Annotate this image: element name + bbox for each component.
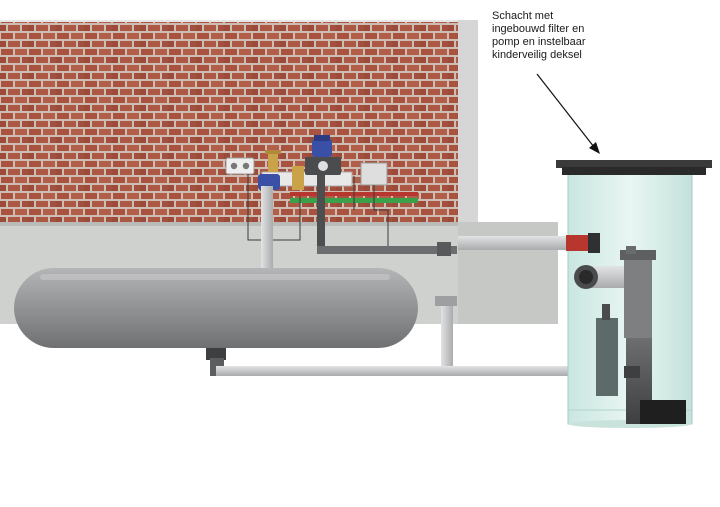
pipe-horizontal-dark: [317, 246, 457, 254]
shaft-annotation: Schacht met ingebouwd filter en pomp en …: [492, 10, 610, 62]
annotation-line-4: kinderveilig deksel: [492, 49, 582, 61]
pipe-vertical-right: [441, 300, 453, 372]
brick-wall: [0, 22, 458, 222]
filter-icon: [574, 246, 656, 338]
annotation-line-3: pomp en instelbaar: [492, 36, 586, 48]
pipe-vertical-dark: [317, 175, 325, 253]
building-wall: [0, 20, 478, 225]
control-box: [360, 162, 388, 186]
overflow-box: [640, 400, 686, 424]
shaft-lid: [556, 160, 712, 175]
submersible-pump: [596, 318, 618, 396]
pipe-vertical-grey: [261, 186, 273, 268]
suction-pipe: [216, 366, 626, 376]
pipe-to-shaft-upper: [458, 236, 578, 250]
tank-outlet-elbow: [206, 348, 226, 360]
wall-socket-icon: [225, 157, 255, 175]
underground-tank: [14, 268, 418, 348]
annotation-line-2: ingebouwd filter en: [492, 23, 585, 35]
shaft: [556, 160, 712, 428]
annotation-line-1: Schacht met: [492, 10, 554, 22]
arrow-icon: [536, 73, 600, 154]
wires: [247, 174, 389, 246]
